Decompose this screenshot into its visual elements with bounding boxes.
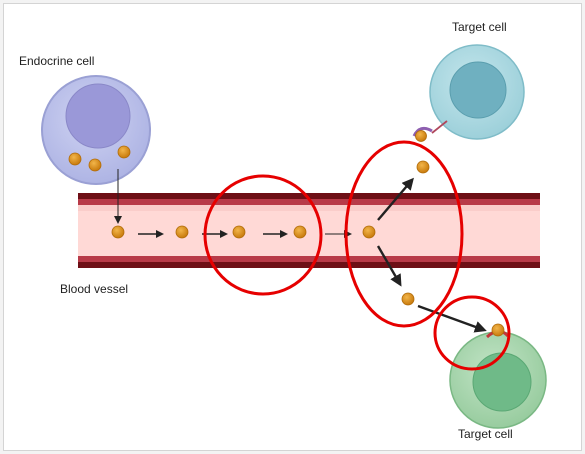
hormone-molecule-icon xyxy=(111,225,125,239)
hormone-molecule-icon xyxy=(117,145,131,159)
target-cell-bottom-label: Target cell xyxy=(458,427,513,441)
hormone-molecule-icon xyxy=(68,152,82,166)
hormone-molecule-icon xyxy=(401,292,415,306)
highlight-circle xyxy=(344,140,464,328)
hormone-molecule-icon xyxy=(175,225,189,239)
target-cell-top-label: Target cell xyxy=(452,20,507,34)
target-cell-icon xyxy=(412,44,525,142)
arrow-icon xyxy=(377,177,414,221)
highlight-annotations xyxy=(203,140,511,371)
highlight-circle xyxy=(433,295,511,371)
hormone-molecule-icon xyxy=(88,158,102,172)
highlight-circle xyxy=(203,174,323,296)
receptor-icon xyxy=(412,126,433,137)
endocrine-cell-label: Endocrine cell xyxy=(19,54,94,68)
arrow-icon xyxy=(417,304,487,333)
hormone-molecule-icon xyxy=(491,323,505,337)
blood-vessel-label: Blood vessel xyxy=(60,282,128,296)
arrow-icon xyxy=(376,245,402,287)
target-cell-icon xyxy=(449,323,547,429)
hormone-flow xyxy=(111,160,487,333)
blood-vessel-icon xyxy=(78,193,540,268)
hormone-molecule-icon xyxy=(415,130,427,142)
endocrine-cell-icon xyxy=(41,75,151,185)
hormone-molecule-icon xyxy=(232,225,246,239)
hormone-molecule-icon xyxy=(293,225,307,239)
hormone-molecule-icon xyxy=(362,225,376,239)
receptor-icon xyxy=(431,120,448,134)
hormone-molecule-icon xyxy=(416,160,430,174)
